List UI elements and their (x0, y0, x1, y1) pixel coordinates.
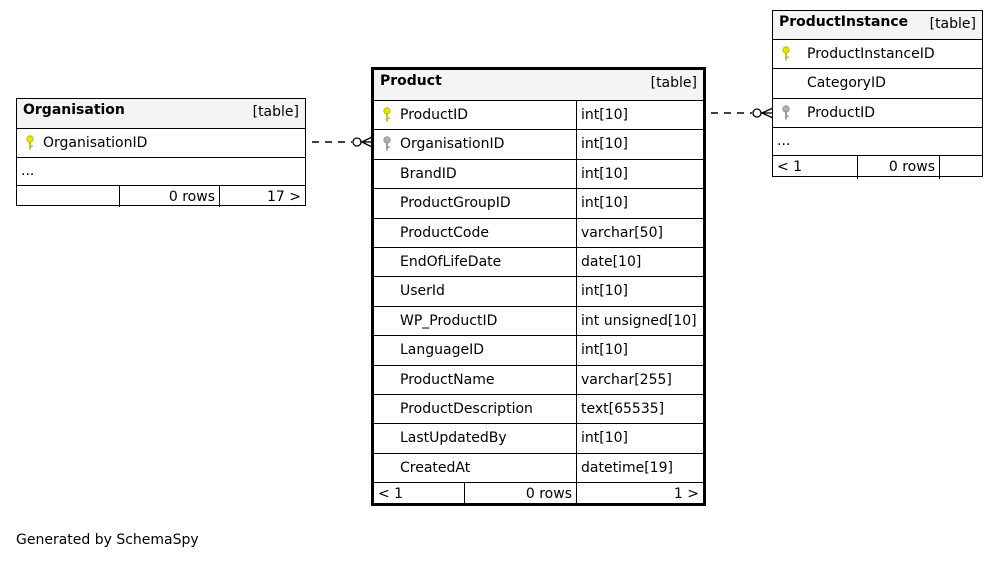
primary-key-icon (382, 107, 392, 127)
column-row[interactable]: CreatedAt datetime[19] (374, 453, 703, 484)
column-row[interactable]: WP_ProductID int unsigned[10] (374, 306, 703, 337)
table-organisation[interactable]: Organisation [table] OrganisationID ... … (16, 98, 306, 207)
table-footer: < 1 0 rows (773, 156, 982, 180)
column-name: LanguageID (400, 342, 484, 359)
column-row[interactable]: ProductCode varchar[50] (374, 218, 703, 248)
column-row[interactable]: OrganisationID (17, 129, 305, 158)
column-row[interactable]: ProductName varchar[255] (374, 365, 703, 395)
children-count[interactable]: 1 > (576, 483, 703, 506)
table-header: ProductInstance [table] (773, 11, 982, 40)
table-name: Product (380, 73, 442, 89)
column-row[interactable]: ProductGroupID int[10] (374, 189, 703, 219)
column-row[interactable]: ProductID (773, 99, 982, 129)
table-header: Product [table] (374, 70, 703, 101)
more-columns: ... (773, 128, 982, 157)
column-row[interactable]: CategoryID (773, 69, 982, 99)
column-name: ProductInstanceID (807, 46, 935, 62)
column-name: OrganisationID (400, 136, 505, 153)
organisation-product-relation (312, 136, 373, 148)
column-name: OrganisationID (43, 135, 148, 151)
column-row[interactable]: LastUpdatedBy int[10] (374, 424, 703, 454)
column-row[interactable]: OrganisationID int[10] (374, 130, 703, 160)
column-type: int unsigned[10] (576, 306, 703, 336)
column-name: ProductCode (400, 224, 489, 241)
more-columns: ... (17, 158, 305, 186)
table-name: ProductInstance (779, 14, 909, 30)
generated-by-text: Generated by SchemaSpy (16, 532, 199, 548)
column-type: datetime[19] (576, 453, 703, 483)
column-name: BrandID (400, 165, 457, 182)
parents-count[interactable] (17, 186, 119, 207)
table-footer: < 1 0 rows 1 > (374, 483, 703, 506)
column-type: int[10] (576, 424, 703, 453)
column-type: varchar[50] (576, 218, 703, 247)
column-name: ProductID (807, 104, 876, 121)
foreign-key-icon (382, 136, 392, 156)
primary-key-icon (781, 46, 791, 66)
table-footer: 0 rows 17 > (17, 186, 305, 207)
column-type: int[10] (576, 336, 703, 365)
row-count: 0 rows (857, 156, 939, 180)
column-row[interactable]: ProductDescription text[65535] (374, 394, 703, 425)
column-row[interactable]: BrandID int[10] (374, 159, 703, 190)
row-count: 0 rows (464, 483, 576, 506)
column-name: ProductDescription (400, 400, 533, 417)
parents-count[interactable]: < 1 (378, 486, 404, 503)
table-kind: [table] (252, 104, 299, 120)
column-name: UserId (400, 283, 445, 300)
column-name: WP_ProductID (400, 312, 498, 329)
column-name: ProductName (400, 371, 495, 388)
column-name: LastUpdatedBy (400, 430, 507, 447)
column-type: int[10] (576, 159, 703, 189)
primary-key-icon (25, 135, 35, 155)
column-type: int[10] (576, 130, 703, 159)
product-productinstance-relation (711, 107, 774, 119)
children-count[interactable]: 17 > (219, 186, 305, 207)
table-productinstance[interactable]: ProductInstance [table] ProductInstanceI… (772, 10, 983, 180)
column-type: int[10] (576, 277, 703, 306)
column-row[interactable]: EndOfLifeDate date[10] (374, 247, 703, 278)
column-name: ProductGroupID (400, 195, 511, 212)
column-type: int[10] (576, 101, 703, 130)
children-count[interactable] (939, 156, 982, 180)
table-name: Organisation (23, 102, 125, 118)
column-type: int[10] (576, 189, 703, 218)
table-kind: [table] (650, 75, 697, 91)
column-row[interactable]: LanguageID int[10] (374, 336, 703, 366)
column-name: EndOfLifeDate (400, 253, 502, 270)
foreign-key-icon (781, 105, 791, 125)
row-count: 0 rows (119, 186, 219, 207)
column-type: varchar[255] (576, 365, 703, 394)
column-name: CreatedAt (400, 459, 471, 476)
column-name: CategoryID (807, 75, 886, 92)
table-kind: [table] (929, 16, 976, 32)
column-row[interactable]: UserId int[10] (374, 277, 703, 307)
parents-count[interactable]: < 1 (777, 159, 803, 176)
column-row[interactable]: ProductInstanceID (773, 40, 982, 70)
column-type: text[65535] (576, 394, 703, 424)
column-type: date[10] (576, 247, 703, 277)
table-header: Organisation [table] (17, 99, 305, 129)
column-name: ProductID (400, 107, 469, 123)
column-row[interactable]: ProductID int[10] (374, 101, 703, 131)
